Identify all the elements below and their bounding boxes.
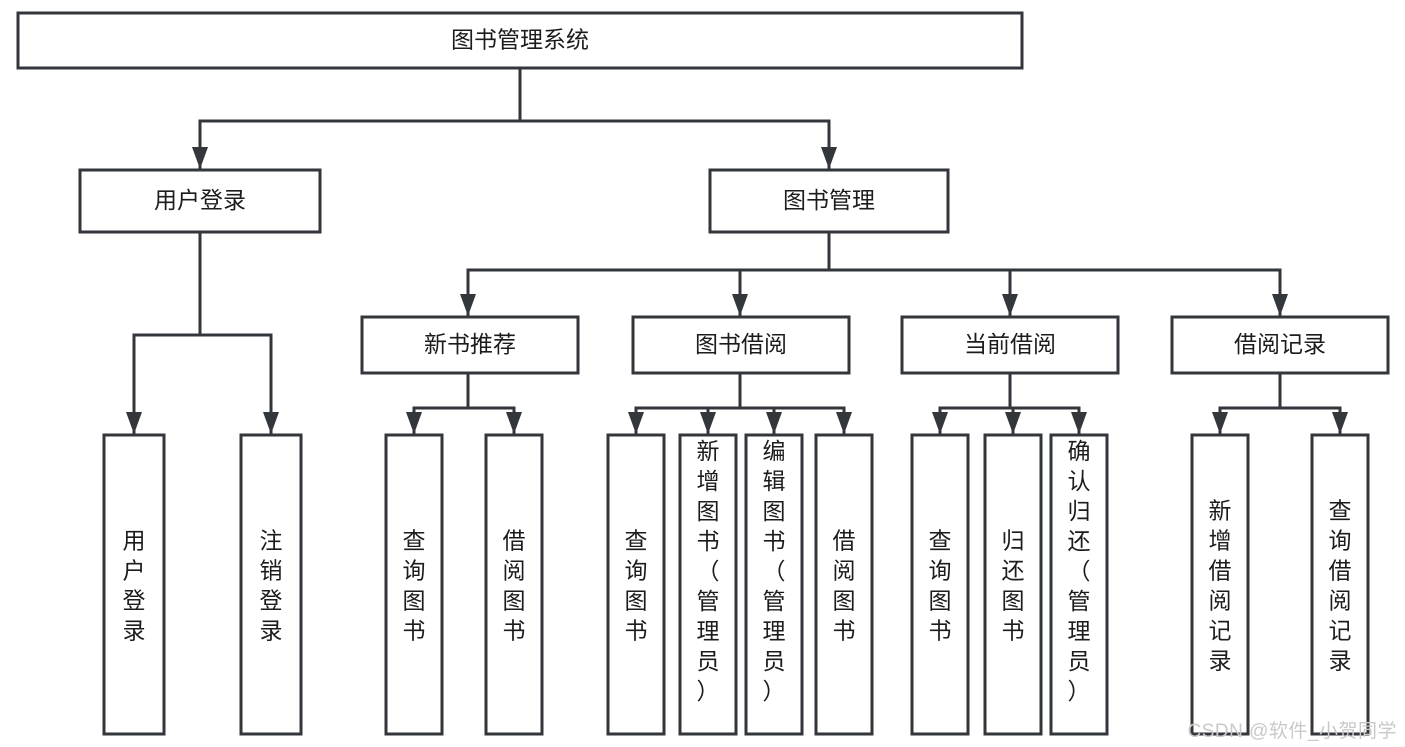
- node-leaf-borrow-book-recommend-label: 借阅图书: [503, 528, 526, 644]
- arrow-head-icon: [192, 147, 208, 169]
- node-leaf-query-borrow-record[interactable]: 查询借阅记录: [1310, 433, 1370, 736]
- node-leaf-add-book-box: [678, 433, 738, 736]
- node-leaf-confirm-return-box: [1049, 433, 1109, 736]
- node-leaf-borrow-book-label: 借阅图书: [833, 528, 856, 644]
- node-leaf-add-borrow-record-label: 新增借阅记录: [1209, 498, 1232, 674]
- arrow-head-icon: [460, 294, 476, 316]
- node-leaf-query-book-current[interactable]: 查询图书: [910, 433, 970, 736]
- arrow-head-icon: [932, 412, 948, 434]
- node-leaf-edit-book[interactable]: 编辑图书（管理员）: [744, 433, 804, 736]
- node-new-book-recommend-label: 新书推荐: [424, 331, 516, 357]
- node-leaf-query-book-recommend-label: 查询图书: [403, 528, 426, 644]
- arrow-head-icon: [766, 412, 782, 434]
- node-layer: 图书管理系统用户登录图书管理新书推荐图书借阅当前借阅借阅记录用户登录注销登录查询…: [16, 11, 1390, 736]
- arrow-head-icon: [700, 412, 716, 434]
- node-leaf-query-borrow-record-label: 查询借阅记录: [1329, 498, 1352, 674]
- arrow-head-icon: [628, 412, 644, 434]
- node-leaf-edit-book-box: [744, 433, 804, 736]
- node-leaf-add-book-label: 新增图书（管理员）: [697, 438, 720, 704]
- connector-layer: [126, 66, 1348, 435]
- node-user-login[interactable]: 用户登录: [78, 168, 322, 234]
- node-book-borrow[interactable]: 图书借阅: [631, 315, 851, 375]
- node-leaf-return-book[interactable]: 归还图书: [983, 433, 1043, 736]
- node-leaf-borrow-book-recommend[interactable]: 借阅图书: [484, 433, 544, 736]
- arrow-head-icon: [1272, 294, 1288, 316]
- arrow-head-icon: [1332, 412, 1348, 434]
- node-leaf-query-book-current-label: 查询图书: [929, 528, 952, 644]
- node-leaf-return-book-label: 归还图书: [1002, 528, 1025, 644]
- node-leaf-user-login-box: [102, 433, 166, 736]
- node-current-borrow-label: 当前借阅: [964, 331, 1056, 357]
- node-leaf-query-book-recommend-box: [384, 433, 444, 736]
- arrow-head-icon: [1002, 294, 1018, 316]
- arrow-head-icon: [406, 412, 422, 434]
- node-book-management-label: 图书管理: [783, 187, 875, 213]
- arrow-head-icon: [1005, 412, 1021, 434]
- arrow-head-icon: [126, 412, 142, 434]
- node-user-login-label: 用户登录: [154, 187, 246, 213]
- node-new-book-recommend-box: [360, 315, 580, 375]
- node-leaf-borrow-book-recommend-box: [484, 433, 544, 736]
- node-leaf-query-book-borrow-label: 查询图书: [625, 528, 648, 644]
- node-leaf-confirm-return[interactable]: 确认归还（管理员）: [1049, 433, 1109, 736]
- node-leaf-user-login-label: 用户登录: [123, 528, 146, 644]
- arrow-head-icon: [506, 412, 522, 434]
- arrow-head-icon: [821, 147, 837, 169]
- node-root-box: [16, 11, 1024, 70]
- node-book-management-box: [708, 168, 950, 234]
- node-leaf-logout-box: [239, 433, 303, 736]
- node-leaf-query-book-borrow[interactable]: 查询图书: [606, 433, 666, 736]
- node-leaf-add-borrow-record[interactable]: 新增借阅记录: [1190, 433, 1250, 736]
- node-borrow-record-label: 借阅记录: [1234, 331, 1326, 357]
- node-leaf-add-borrow-record-box: [1190, 433, 1250, 736]
- arrow-head-icon: [1071, 412, 1087, 434]
- arrow-head-icon: [836, 412, 852, 434]
- arrow-head-icon: [263, 412, 279, 434]
- node-leaf-return-book-box: [983, 433, 1043, 736]
- node-borrow-record-box: [1170, 315, 1390, 375]
- node-current-borrow-box: [900, 315, 1120, 375]
- node-leaf-query-borrow-record-box: [1310, 433, 1370, 736]
- node-leaf-borrow-book-box: [814, 433, 874, 736]
- node-root[interactable]: 图书管理系统: [16, 11, 1024, 70]
- node-leaf-confirm-return-label: 确认归还（管理员）: [1068, 438, 1091, 704]
- node-book-borrow-box: [631, 315, 851, 375]
- node-new-book-recommend[interactable]: 新书推荐: [360, 315, 580, 375]
- node-root-label: 图书管理系统: [451, 27, 589, 53]
- node-leaf-logout-label: 注销登录: [260, 528, 283, 644]
- node-book-borrow-label: 图书借阅: [695, 331, 787, 357]
- node-user-login-box: [78, 168, 322, 234]
- node-leaf-query-book-current-box: [910, 433, 970, 736]
- node-leaf-query-book-recommend[interactable]: 查询图书: [384, 433, 444, 736]
- node-current-borrow[interactable]: 当前借阅: [900, 315, 1120, 375]
- node-borrow-record[interactable]: 借阅记录: [1170, 315, 1390, 375]
- node-leaf-logout[interactable]: 注销登录: [239, 433, 303, 736]
- node-leaf-edit-book-label: 编辑图书（管理员）: [763, 438, 786, 704]
- arrow-head-icon: [1212, 412, 1228, 434]
- node-leaf-user-login[interactable]: 用户登录: [102, 433, 166, 736]
- csdn-watermark: CSDN @软件_小贺同学: [1187, 721, 1397, 742]
- node-leaf-add-book[interactable]: 新增图书（管理员）: [678, 433, 738, 736]
- arrow-head-icon: [732, 294, 748, 316]
- node-book-management[interactable]: 图书管理: [708, 168, 950, 234]
- node-leaf-query-book-borrow-box: [606, 433, 666, 736]
- node-leaf-borrow-book[interactable]: 借阅图书: [814, 433, 874, 736]
